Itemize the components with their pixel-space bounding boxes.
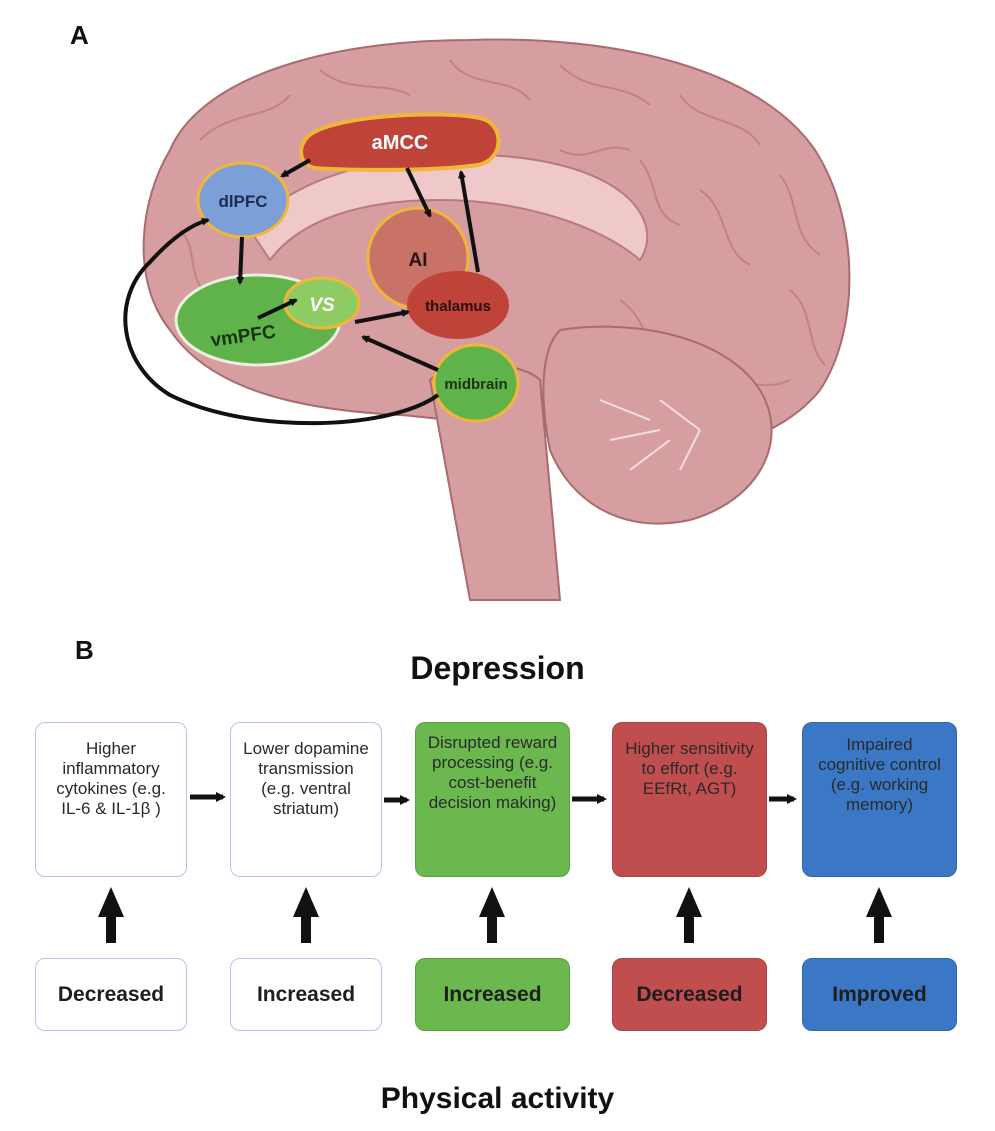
pathway-box-dopamine: Lower dopamine transmission (e.g. ventra…	[230, 722, 382, 877]
pathway-box-inflammation: Higher inflammatory cytokines (e.g. IL-6…	[35, 722, 187, 877]
vs-label: VS	[309, 295, 335, 316]
arrow-thalamus-to-amcc	[458, 170, 480, 273]
dlpfc-label: dlPFC	[218, 192, 267, 211]
ai-label: AI	[409, 250, 428, 271]
amcc-label: aMCC	[372, 132, 429, 154]
arrow-dlpfc-to-vmpfc	[236, 236, 245, 285]
pathway-box-effort: Higher sensitivity to effort (e.g. EEfRt…	[612, 722, 767, 877]
pathway-box-reward: Disrupted reward processing (e.g. cost-b…	[415, 722, 570, 877]
arrow-vmpfc-to-vs	[257, 298, 298, 320]
pathway-box-cognition: Impaired cognitive control (e.g. working…	[802, 722, 957, 877]
thalamus-region	[407, 271, 509, 339]
midbrain-label: midbrain	[444, 376, 507, 393]
arrow-amcc-to-dlpfc	[280, 158, 311, 178]
panel-a-label: A	[70, 20, 89, 50]
amcc-region	[299, 112, 501, 172]
arrow-amcc-to-ai	[405, 167, 432, 218]
midbrain-region	[432, 343, 520, 423]
activity-box-increased: Increased	[230, 958, 382, 1031]
cerebellum-folia	[599, 399, 701, 471]
thalamus-label: thalamus	[425, 298, 491, 315]
brain-illustration: aMCC dlPFC AI vmPFC VS thalamus midbrain	[123, 38, 851, 601]
activity-box-decreased-effort: Decreased	[612, 958, 767, 1031]
arrow-midbrain-to-dlpfc	[123, 217, 440, 426]
activity-box-increased-reward: Increased	[415, 958, 570, 1031]
depression-title: Depression	[410, 650, 585, 686]
activity-box-decreased: Decreased	[35, 958, 187, 1031]
activity-box-improved: Improved	[802, 958, 957, 1031]
arrow-midbrain-to-vs	[361, 335, 439, 372]
cerebellum	[542, 325, 773, 525]
brain-gyri	[179, 59, 826, 391]
arrow-vs-to-thalamus	[354, 309, 410, 324]
dlpfc-region	[196, 161, 290, 239]
physical-activity-title: Physical activity	[380, 1082, 615, 1115]
panel-b-label: B	[75, 635, 94, 665]
